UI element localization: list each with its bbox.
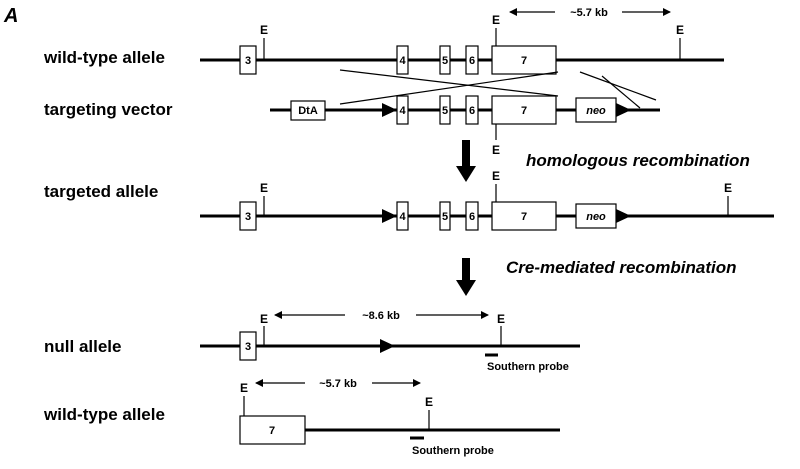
step-arrow-down — [456, 140, 476, 182]
neo-cassette: neo — [575, 97, 617, 123]
ecori-site: E — [240, 381, 248, 416]
crossover-line — [601, 75, 641, 109]
crossover-line — [579, 71, 657, 101]
svg-text:3: 3 — [245, 55, 251, 67]
ecori-site: E — [724, 181, 732, 216]
loxp-site — [380, 339, 395, 353]
ecori-site: E — [492, 169, 500, 202]
svg-text:3: 3 — [245, 341, 251, 353]
svg-text:E: E — [240, 381, 248, 395]
step-label-homologous-recombination: homologous recombination — [526, 151, 750, 170]
ecori-site: E — [676, 23, 684, 60]
svg-text:5: 5 — [442, 55, 448, 67]
svg-text:4: 4 — [399, 105, 406, 117]
ecori-site: E — [260, 181, 268, 216]
loxp-site — [382, 209, 397, 223]
ecori-site: E — [497, 312, 505, 346]
svg-text:E: E — [676, 23, 684, 37]
distance-label-wt-top: ~5.7 kb — [570, 7, 608, 19]
row-label-wild-type-allele: wild-type allele — [43, 48, 165, 67]
neo-cassette: neo — [575, 203, 617, 229]
svg-text:6: 6 — [469, 105, 475, 117]
exon-3: 3 — [239, 331, 257, 361]
ecori-site: E — [425, 395, 433, 430]
southern-probe-label: Southern probe — [487, 361, 569, 373]
svg-text:neo: neo — [586, 211, 606, 223]
ecori-site: E — [492, 124, 500, 157]
panel-label: A — [3, 5, 18, 27]
svg-text:7: 7 — [269, 425, 275, 437]
svg-text:E: E — [425, 395, 433, 409]
row-label-targeting-vector: targeting vector — [44, 100, 173, 119]
svg-text:3: 3 — [245, 211, 251, 223]
distance-label-wt-bottom: ~5.7 kb — [319, 378, 357, 390]
exon-4: 4 — [396, 95, 409, 125]
distance-label-null: ~8.6 kb — [362, 310, 400, 322]
exon-6: 6 — [465, 95, 479, 125]
svg-text:E: E — [724, 181, 732, 195]
svg-text:neo: neo — [586, 105, 606, 117]
exon-6: 6 — [465, 45, 479, 75]
svg-text:E: E — [497, 312, 505, 326]
southern-probe-label: Southern probe — [412, 445, 494, 457]
crossover-line — [339, 71, 559, 105]
exon-7: 7 — [239, 415, 306, 445]
row-label-null-allele: null allele — [44, 337, 121, 356]
exon-5: 5 — [439, 95, 451, 125]
ecori-site: E — [260, 23, 268, 60]
exon-5: 5 — [439, 45, 451, 75]
loxp-site — [616, 103, 631, 117]
exon-3: 3 — [239, 45, 257, 75]
svg-text:7: 7 — [521, 55, 527, 67]
svg-text:6: 6 — [469, 55, 475, 67]
step-arrow-down — [456, 258, 476, 296]
exon-5: 5 — [439, 201, 451, 231]
svg-text:7: 7 — [521, 105, 527, 117]
svg-text:E: E — [492, 143, 500, 157]
svg-text:5: 5 — [442, 211, 448, 223]
svg-text:6: 6 — [469, 211, 475, 223]
svg-text:E: E — [260, 23, 268, 37]
ecori-site: E — [492, 13, 500, 46]
svg-text:5: 5 — [442, 105, 448, 117]
svg-text:E: E — [260, 181, 268, 195]
svg-text:7: 7 — [521, 211, 527, 223]
svg-text:E: E — [260, 312, 268, 326]
crossover-line — [339, 69, 559, 97]
svg-text:E: E — [492, 169, 500, 183]
exon-3: 3 — [239, 201, 257, 231]
exon-6: 6 — [465, 201, 479, 231]
row-label-wild-type-allele-bottom: wild-type allele — [43, 405, 165, 424]
svg-text:4: 4 — [399, 55, 406, 67]
step-label-cre-mediated-recombination: Cre-mediated recombination — [506, 258, 737, 277]
exon-7: 7 — [491, 201, 557, 231]
exon-4: 4 — [396, 201, 409, 231]
exon-7: 7 — [491, 45, 557, 75]
loxp-site — [616, 209, 631, 223]
exon-4: 4 — [396, 45, 409, 75]
dta-cassette: DtA — [290, 100, 326, 121]
loxp-site — [382, 103, 397, 117]
ecori-site: E — [260, 312, 268, 346]
svg-text:4: 4 — [399, 211, 406, 223]
row-label-targeted-allele: targeted allele — [44, 182, 158, 201]
svg-text:E: E — [492, 13, 500, 27]
exon-7: 7 — [491, 95, 557, 125]
svg-text:DtA: DtA — [298, 105, 318, 117]
